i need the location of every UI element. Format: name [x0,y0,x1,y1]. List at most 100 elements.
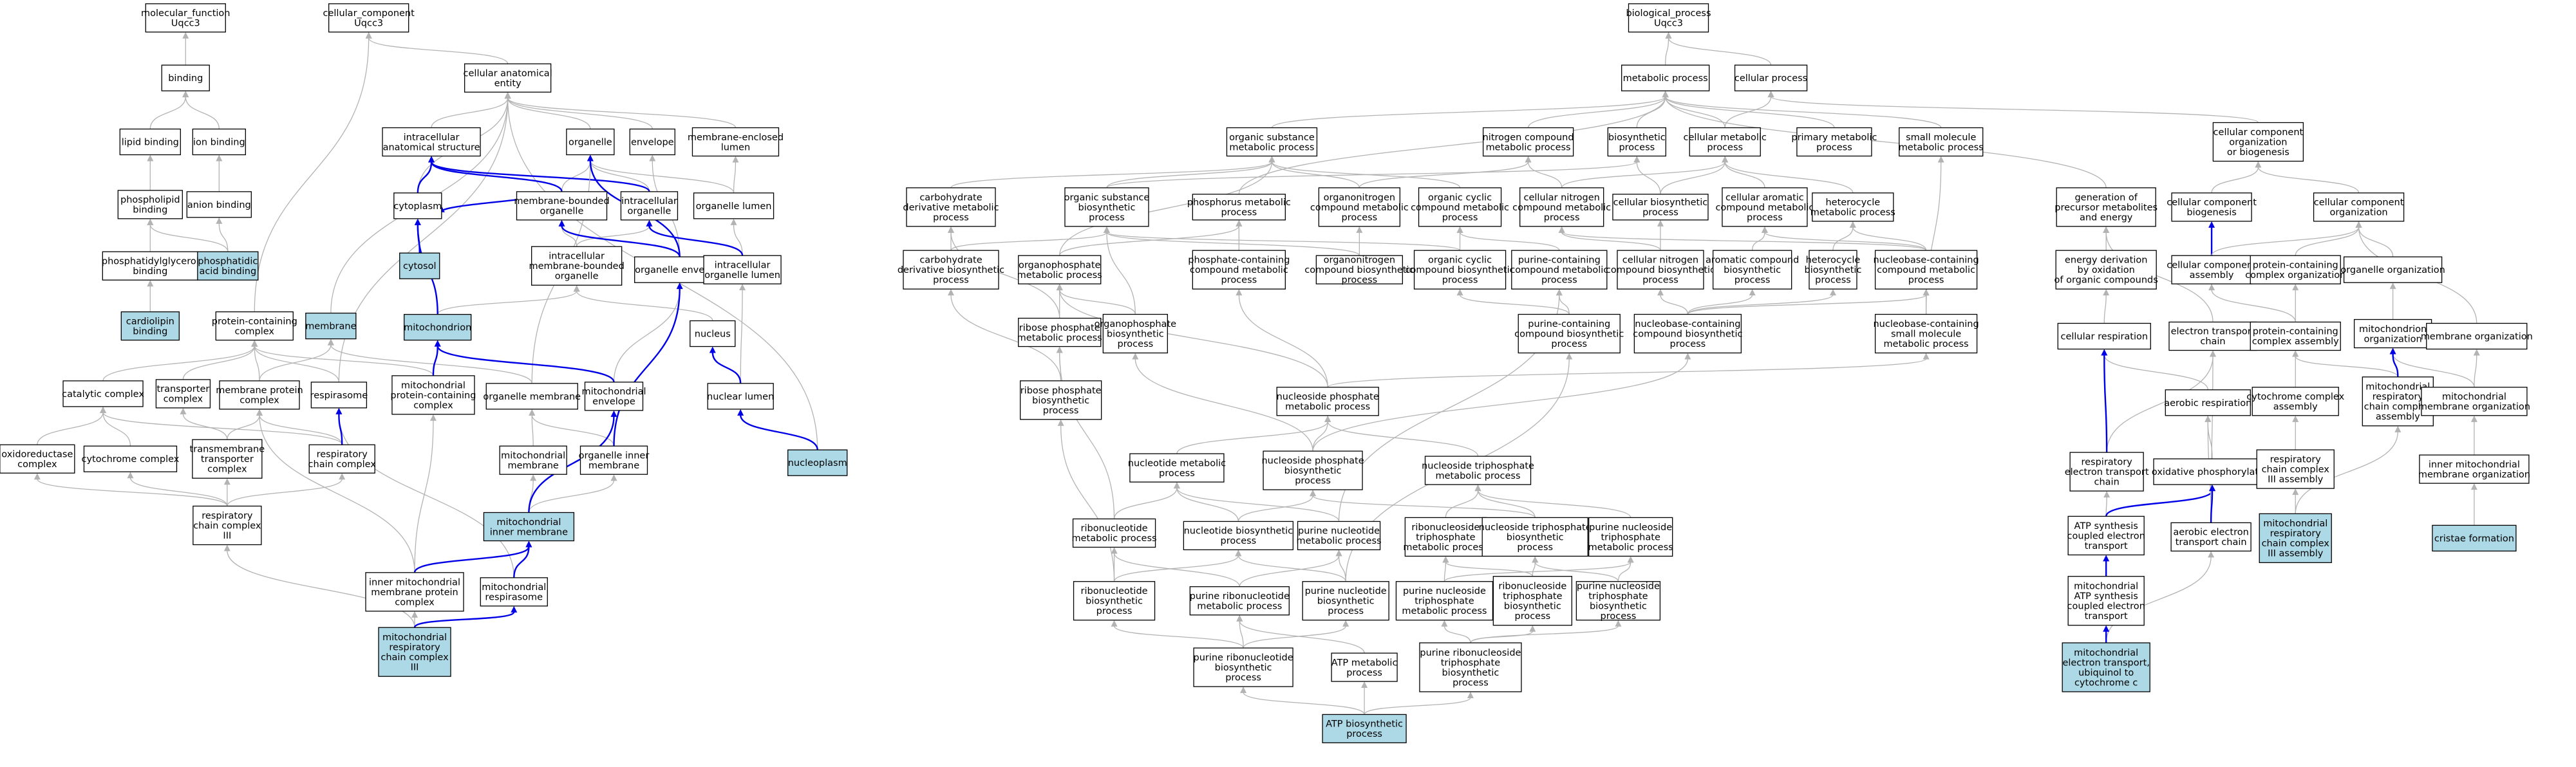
term-label-line: ATP metabolic [1331,658,1398,668]
term-label-line: ion binding [193,138,245,148]
go-term-cc-mito: mitochondrion [404,313,472,341]
term-label-line: cytochrome c [2074,678,2138,688]
is-a-edge [2105,232,2214,322]
term-label-line: inner mitochondrial [2429,459,2520,470]
is-a-edge [531,414,534,447]
term-label-line: binding [133,326,167,337]
term-label-line: metabolic process [1197,601,1282,611]
part-of-edge [430,161,650,192]
is-a-edge [1113,553,1240,587]
edge-arrowhead [1324,415,1331,422]
term-label-line: compound biosynthetic [1304,265,1414,275]
term-label-line: ATP synthesis [2074,591,2138,602]
edge-arrowhead [1236,615,1243,622]
term-box [308,444,375,474]
term-label-line: primary metabolic [1791,133,1877,143]
term-box [499,445,567,475]
go-term-bp-nstpbp: nucleoside triphosphatebiosyntheticproce… [1479,517,1592,557]
term-label-line: process [933,275,969,286]
term-box [310,382,368,409]
term-label-line: cellular_component [323,8,415,19]
term-label-line: membrane-bounded [514,196,609,207]
term-box [2421,387,2528,416]
term-label-line: acid binding [199,266,256,277]
term-label-line: organization [2229,138,2287,148]
is-a-edge [1237,555,1346,582]
is-a-edge [254,346,260,381]
term-label-line: cellular component [2314,198,2404,208]
term-box [382,127,481,157]
term-box [1482,127,1574,157]
term-label-line: biosynthetic [1107,329,1164,340]
term-label-line: organonitrogen [1324,192,1395,203]
term-label-line: process [1816,142,1852,152]
term-box [1899,127,1984,157]
term-label-line: biogenesis [2186,208,2236,218]
is-a-edge [149,97,186,129]
term-label-line: derivative metabolic [903,203,999,213]
is-a-edge [1113,625,1244,649]
is-a-edge [1660,295,1689,315]
term-label-line: metabolic process [1285,402,1370,412]
part-of-edge [432,346,438,376]
edge-arrowhead [1556,289,1563,296]
is-a-edge [1327,358,1927,388]
is-a-edge [733,224,743,256]
term-box [2168,321,2257,351]
is-a-edge [613,288,681,382]
term-label-line: organelle membrane [483,392,581,402]
edge-arrowhead [365,32,372,39]
term-label-line: organization [2364,334,2422,344]
term-label-line: aromatic compound [1706,255,1799,266]
term-label-line: nucleoside triphosphate [1422,461,1534,471]
is-a-edge [561,160,591,192]
term-label-line: metabolic process [1297,536,1382,546]
term-label-line: nucleotide metabolic [1128,458,1226,468]
term-label-line: process [1442,212,1478,223]
term-box [305,312,357,340]
term-label-line: anatomical structure [383,142,480,152]
is-a-edge [1443,625,1471,643]
term-label-line: membrane organization [2418,402,2530,412]
is-a-edge [1665,96,1835,128]
is-a-edge [1271,162,1360,189]
term-box [2212,122,2304,162]
term-label-line: triphosphate [1441,658,1500,668]
edge-arrowhead [676,282,683,290]
term-label-line: purine nucleoside [1589,522,1672,533]
term-box [693,192,775,219]
term-label-line: cellular component [2167,198,2257,208]
part-of-edge [413,611,515,628]
is-a-edge [2392,353,2475,387]
is-a-edge [950,295,1062,381]
term-box [2256,449,2335,489]
term-label-line: process [1735,275,1771,286]
term-box [1302,581,1389,621]
term-box [1018,255,1102,284]
part-of-edge [437,346,615,383]
edge-arrowhead [2470,415,2477,422]
term-label-line: respirasome [485,593,543,603]
part-of-edge [561,225,681,257]
is-a-edge [330,344,532,384]
term-label-line: binding [133,266,167,277]
term-box [1193,647,1293,687]
term-box [1018,317,1102,347]
edge-arrowhead [147,154,154,162]
term-label-line: process [1221,208,1257,218]
edge-arrowhead [2255,161,2262,168]
